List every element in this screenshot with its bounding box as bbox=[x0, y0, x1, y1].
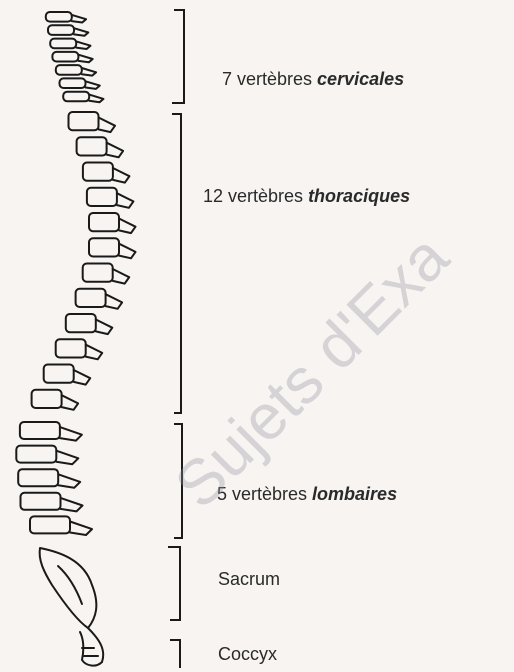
thoracic-vertebra-body bbox=[89, 213, 119, 231]
thoracic-vertebra-body bbox=[76, 289, 106, 307]
lumbar-vertebra-process bbox=[56, 451, 78, 465]
label-cervical: 7 vertèbres cervicales bbox=[222, 70, 404, 88]
cervical-vertebra-body bbox=[60, 78, 86, 88]
cervical-vertebra-process bbox=[82, 68, 96, 76]
cervical-vertebra-process bbox=[89, 95, 103, 103]
bracket-coccyx bbox=[170, 640, 180, 668]
label-thoracic-term: thoraciques bbox=[308, 186, 410, 206]
cervical-vertebra-process bbox=[74, 28, 88, 36]
thoracic-vertebra-body bbox=[44, 365, 74, 383]
label-cervical-prefix: 7 vertèbres bbox=[222, 69, 317, 89]
label-thoracic-prefix: 12 vertèbres bbox=[203, 186, 308, 206]
bracket-thoracic bbox=[172, 114, 181, 413]
sacrum-shape bbox=[40, 548, 97, 628]
label-thoracic: 12 vertèbres thoraciques bbox=[203, 187, 410, 205]
lumbar-vertebra-process bbox=[61, 498, 83, 512]
cervical-vertebra-body bbox=[48, 25, 74, 35]
cervical-vertebra-process bbox=[86, 81, 100, 89]
thoracic-vertebra-process bbox=[119, 244, 136, 259]
thoracic-vertebra-body bbox=[89, 238, 119, 256]
thoracic-vertebra-process bbox=[99, 118, 116, 133]
thoracic-vertebra-body bbox=[83, 264, 113, 282]
lumbar-vertebra-body bbox=[18, 469, 58, 486]
spine-illustration bbox=[16, 12, 135, 666]
label-lumbar: 5 vertèbres lombaires bbox=[217, 485, 397, 503]
thoracic-vertebra-body bbox=[87, 188, 117, 206]
thoracic-vertebra-body bbox=[69, 112, 99, 130]
lumbar-vertebra-process bbox=[70, 522, 92, 536]
cervical-vertebra-body bbox=[46, 12, 72, 22]
lumbar-vertebra-body bbox=[21, 493, 61, 510]
thoracic-vertebra-process bbox=[119, 219, 136, 234]
thoracic-vertebra-body bbox=[32, 390, 62, 408]
lumbar-vertebra-body bbox=[16, 446, 56, 463]
coccyx-segments bbox=[82, 648, 98, 656]
cervical-vertebra-body bbox=[56, 65, 82, 75]
label-lumbar-prefix: 5 vertèbres bbox=[217, 484, 312, 504]
bracket-cervical bbox=[172, 10, 184, 103]
cervical-vertebra-body bbox=[52, 52, 78, 62]
thoracic-vertebra-process bbox=[62, 395, 79, 410]
thoracic-vertebra-process bbox=[74, 370, 91, 385]
lumbar-vertebra-body bbox=[20, 422, 60, 439]
label-sacrum: Sacrum bbox=[218, 570, 280, 588]
label-cervical-term: cervicales bbox=[317, 69, 404, 89]
thoracic-vertebra-process bbox=[113, 269, 130, 284]
cervical-vertebra-body bbox=[63, 92, 89, 102]
thoracic-vertebra-process bbox=[86, 345, 103, 360]
thoracic-vertebra-body bbox=[77, 137, 107, 155]
thoracic-vertebra-process bbox=[107, 143, 124, 158]
lumbar-vertebra-process bbox=[60, 427, 82, 441]
cervical-vertebra-body bbox=[50, 39, 76, 49]
bracket-sacrum bbox=[168, 547, 180, 620]
thoracic-vertebra-process bbox=[117, 193, 134, 208]
cervical-vertebra-process bbox=[78, 55, 92, 63]
cervical-vertebra-process bbox=[76, 41, 90, 49]
cervical-vertebra-process bbox=[72, 15, 86, 23]
thoracic-vertebra-body bbox=[83, 163, 113, 181]
bracket-lumbar bbox=[174, 424, 182, 538]
thoracic-vertebra-body bbox=[66, 314, 96, 332]
thoracic-vertebra-process bbox=[106, 294, 123, 309]
label-lumbar-term: lombaires bbox=[312, 484, 397, 504]
lumbar-vertebra-body bbox=[30, 516, 70, 533]
lumbar-vertebra-process bbox=[58, 474, 80, 488]
coccyx-shape bbox=[80, 628, 103, 666]
thoracic-vertebra-body bbox=[56, 339, 86, 357]
thoracic-vertebra-process bbox=[113, 168, 130, 183]
label-coccyx: Coccyx bbox=[218, 645, 277, 663]
thoracic-vertebra-process bbox=[96, 320, 113, 335]
